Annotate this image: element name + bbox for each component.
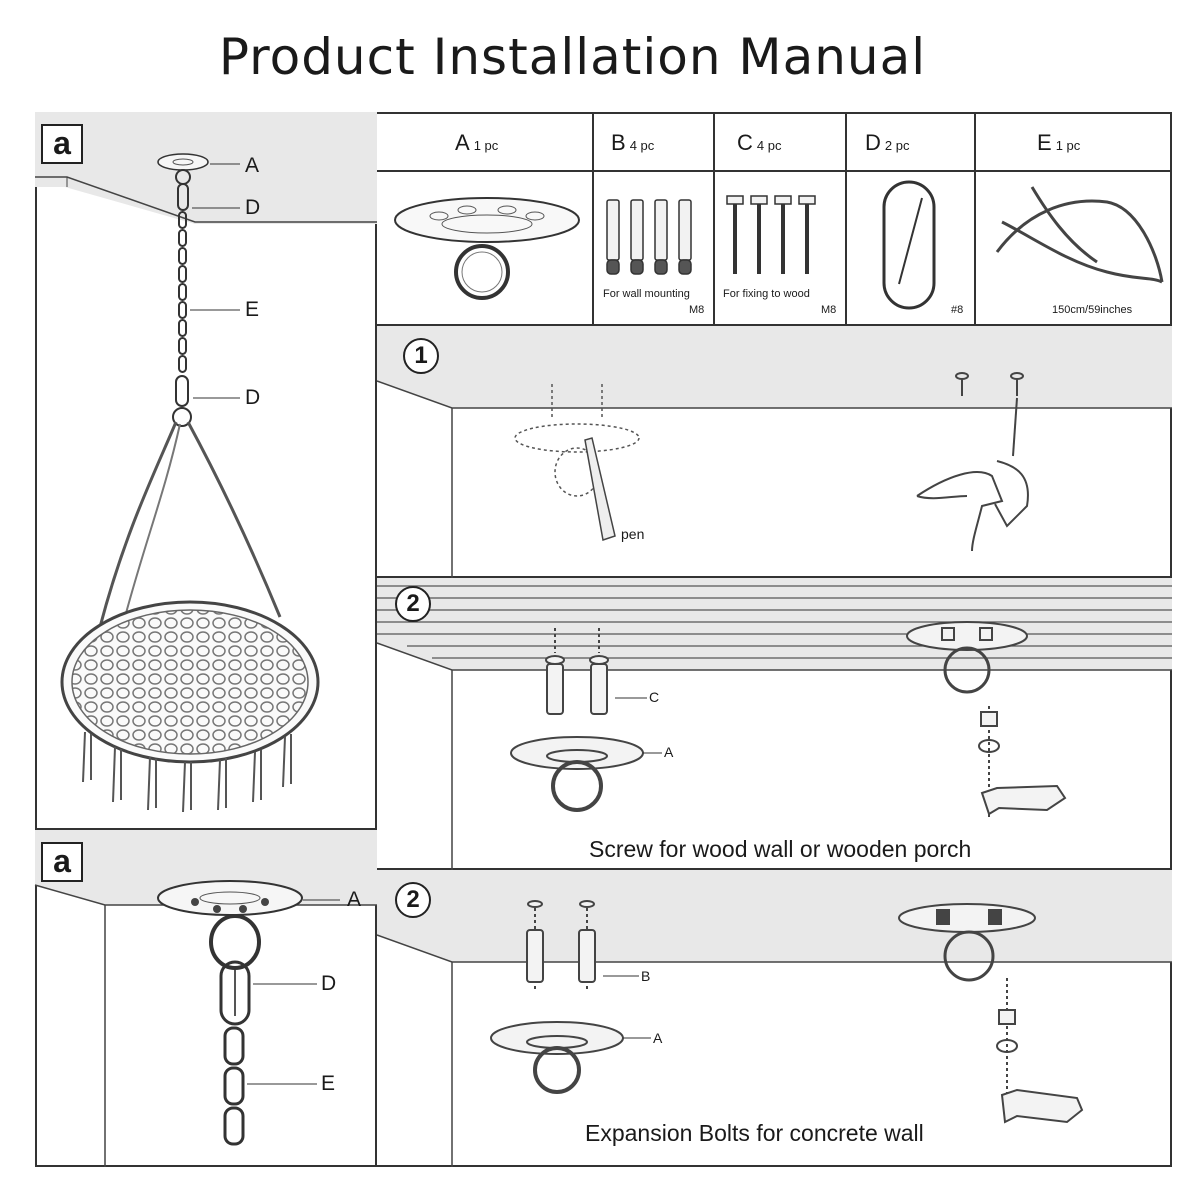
mount-closeup-illustration bbox=[157, 880, 340, 1146]
step-caption: Expansion Bolts for concrete wall bbox=[585, 1120, 924, 1146]
ceiling-shading bbox=[376, 870, 1172, 1167]
plate-callout: A bbox=[664, 744, 674, 760]
part-note-c: For fixing to wood bbox=[723, 288, 810, 300]
left-panel-bottom: a A D E bbox=[34, 830, 377, 1167]
callout-label: E bbox=[321, 1072, 336, 1095]
ceiling-shading bbox=[35, 112, 377, 224]
step-1-panel: 1 pen bbox=[376, 326, 1172, 578]
part-size-d: #8 bbox=[951, 304, 964, 316]
callout-label: D bbox=[321, 972, 337, 995]
callout-label: D bbox=[245, 386, 261, 409]
callout-label: A bbox=[347, 888, 362, 911]
column-divider bbox=[974, 112, 976, 326]
step-number: 2 bbox=[395, 882, 431, 918]
step-number: 2 bbox=[395, 586, 431, 622]
step-number: 1 bbox=[403, 338, 439, 374]
callout-label: E bbox=[245, 298, 260, 321]
parts-illustrations bbox=[394, 180, 1164, 310]
chain-icon bbox=[995, 186, 1164, 284]
bolt-callout: B bbox=[641, 968, 651, 984]
left-panel-top: a bbox=[35, 112, 377, 830]
page-title: Product Installation Manual bbox=[218, 28, 927, 86]
step-2-wood-panel: 2 C A Screw for wood wall or wooden porc… bbox=[376, 578, 1172, 870]
carabiner-icon bbox=[882, 180, 936, 310]
screw-callout: C bbox=[649, 689, 660, 705]
panel-badge: a bbox=[41, 842, 83, 882]
parts-header-divider bbox=[377, 170, 1172, 172]
panel-badge: a bbox=[41, 124, 83, 164]
plate-callout: A bbox=[653, 1030, 663, 1046]
part-note-e: 150cm/59inches bbox=[1052, 304, 1133, 316]
part-size-c: M8 bbox=[821, 304, 837, 316]
hanging-chair-illustration bbox=[60, 153, 320, 813]
expansion-bolt-icon bbox=[606, 199, 692, 275]
column-divider bbox=[592, 112, 594, 326]
column-divider bbox=[713, 112, 715, 326]
wood-screw-icon bbox=[726, 195, 816, 274]
ceiling-shading bbox=[376, 326, 1172, 578]
column-divider bbox=[845, 112, 847, 326]
ceiling-plate-icon bbox=[394, 197, 580, 300]
callout-label: D bbox=[245, 196, 261, 219]
wood-screw-illustration bbox=[510, 621, 1067, 818]
expansion-bolt-illustration bbox=[490, 900, 1084, 1124]
pen-label: pen bbox=[621, 526, 645, 542]
part-note-b: For wall mounting bbox=[603, 288, 690, 300]
step-2-concrete-panel: 2 B A Expansion Bolts for concrete wall bbox=[376, 870, 1172, 1167]
part-size-b: M8 bbox=[689, 304, 705, 316]
step-caption: Screw for wood wall or wooden porch bbox=[589, 836, 972, 862]
marking-illustration bbox=[514, 372, 1029, 552]
callout-label: A bbox=[245, 154, 260, 177]
